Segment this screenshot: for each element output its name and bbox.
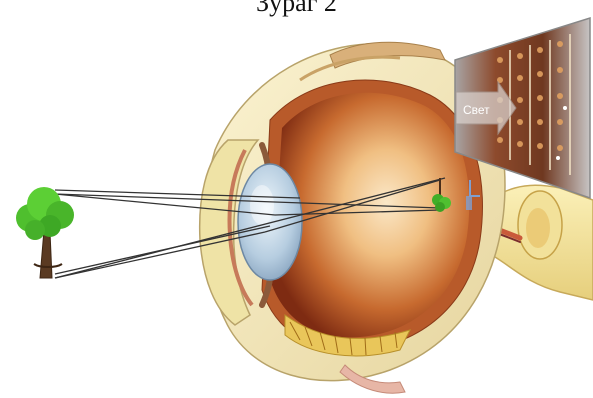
light-label: Свет (463, 103, 490, 117)
lens (238, 164, 302, 280)
tree-object (16, 187, 74, 278)
